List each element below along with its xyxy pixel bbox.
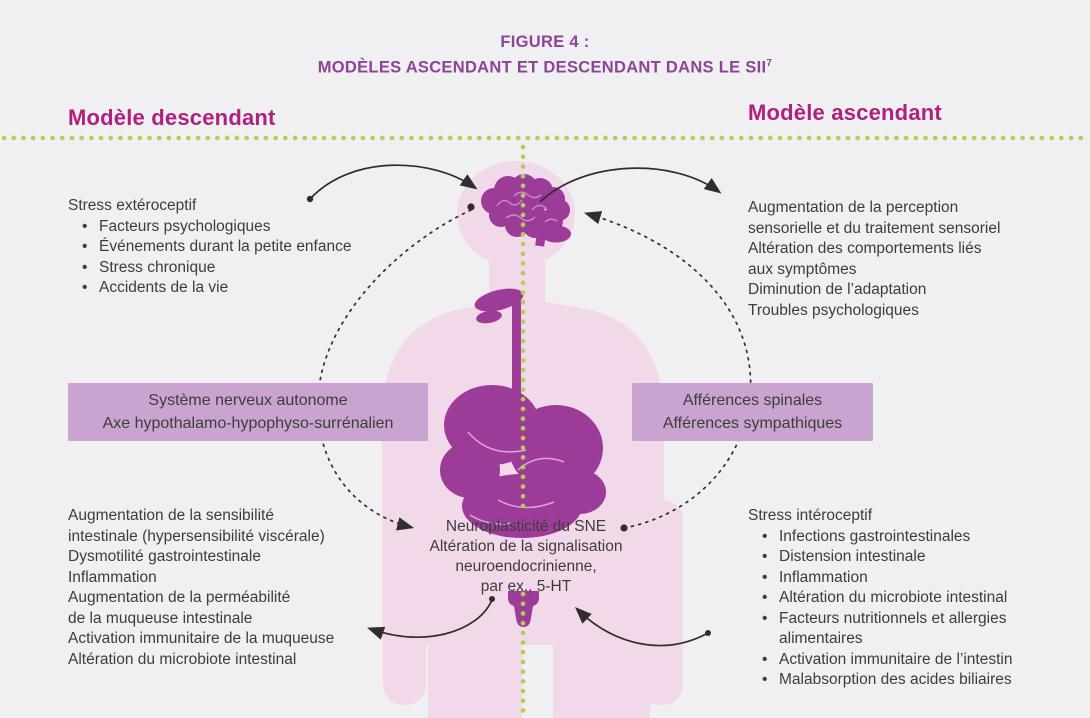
- header-descending-model: Modèle descendant: [68, 105, 276, 130]
- bullet-dot: [762, 609, 779, 650]
- list-item: Altération du microbiote intestinal: [762, 588, 1050, 609]
- bullet-dot: [82, 237, 99, 258]
- left-box-line1: Système nerveux autonome: [148, 392, 348, 409]
- autonomic-nervous-system-box: Système nerveux autonome Axe hypothalamo…: [68, 383, 428, 441]
- digestive-tract-icon: [440, 385, 606, 538]
- dotted-divider-lines: [1, 135, 1089, 717]
- brain-icon: [481, 174, 571, 247]
- reference-superscript: 7: [766, 58, 773, 69]
- list-item: Infections gastrointestinales: [762, 527, 1050, 548]
- list-item: Événements durant la petite enfance: [82, 237, 351, 258]
- mouth-icon: [474, 288, 524, 324]
- bullet-dot: [762, 568, 779, 589]
- arrow-gut-to-effects: [366, 596, 495, 640]
- bullet-dot: [82, 278, 99, 299]
- list-item: Stress chronique: [82, 258, 351, 279]
- arrow-stress-to-gut: [574, 607, 711, 647]
- list-item: Distension intestinale: [762, 547, 1050, 568]
- arrow-stress-to-brain: [306, 164, 478, 203]
- figure-title-line2: MODÈLES ASCENDANT ET DESCENDANT DANS LE …: [317, 58, 773, 77]
- figure-title-line1: FIGURE 4 :: [500, 33, 590, 51]
- right-top-text-block: Augmentation de la perception sensoriell…: [748, 199, 1001, 319]
- bullet-dot: [762, 547, 779, 568]
- list-item: Malabsorption des acides biliaires: [762, 670, 1050, 691]
- list-item: Facteurs psychologiques: [82, 217, 351, 238]
- esophagus-icon: [512, 296, 521, 448]
- right-bottom-heading: Stress intéroceptif: [748, 507, 873, 524]
- list-item: Facteurs nutritionnels et allergies alim…: [762, 609, 1050, 650]
- list-item: Accidents de la vie: [82, 278, 351, 299]
- bullet-dot: [82, 217, 99, 238]
- right-bottom-text-block: Stress intéroceptif Infections gastroint…: [748, 506, 1050, 691]
- right-box-line2: Afférences sympathiques: [662, 415, 843, 432]
- left-top-heading: Stress extéroceptif: [68, 197, 197, 214]
- ens-neuroplasticity-note: Neuroplasticité du SNE Altération de la …: [429, 518, 623, 595]
- header-ascending-model: Modèle ascendant: [748, 100, 942, 125]
- rectum-icon: [508, 591, 539, 627]
- left-top-text-block: Stress extéroceptif Facteurs psychologiq…: [68, 196, 351, 299]
- left-bottom-text-block: Augmentation de la sensibilité intestina…: [68, 507, 335, 668]
- bullet-dot: [762, 588, 779, 609]
- spinal-afferents-box: Afférences spinales Afférences sympathiq…: [632, 383, 873, 441]
- bullet-dot: [82, 258, 99, 279]
- list-item: Activation immunitaire de l’intestin: [762, 650, 1050, 671]
- figure-title: FIGURE 4 : MODÈLES ASCENDANT ET DESCENDA…: [0, 31, 1090, 79]
- left-box-line2: Axe hypothalamo-hypophyso-surrénalien: [102, 415, 394, 432]
- bullet-dot: [762, 670, 779, 691]
- right-box-line1: Afférences spinales: [682, 392, 823, 409]
- bullet-dot: [762, 650, 779, 671]
- arrow-descending-dotted: [317, 203, 475, 531]
- bullet-dot: [762, 527, 779, 548]
- arrow-brain-to-perception: [539, 167, 722, 203]
- list-item: Inflammation: [762, 568, 1050, 589]
